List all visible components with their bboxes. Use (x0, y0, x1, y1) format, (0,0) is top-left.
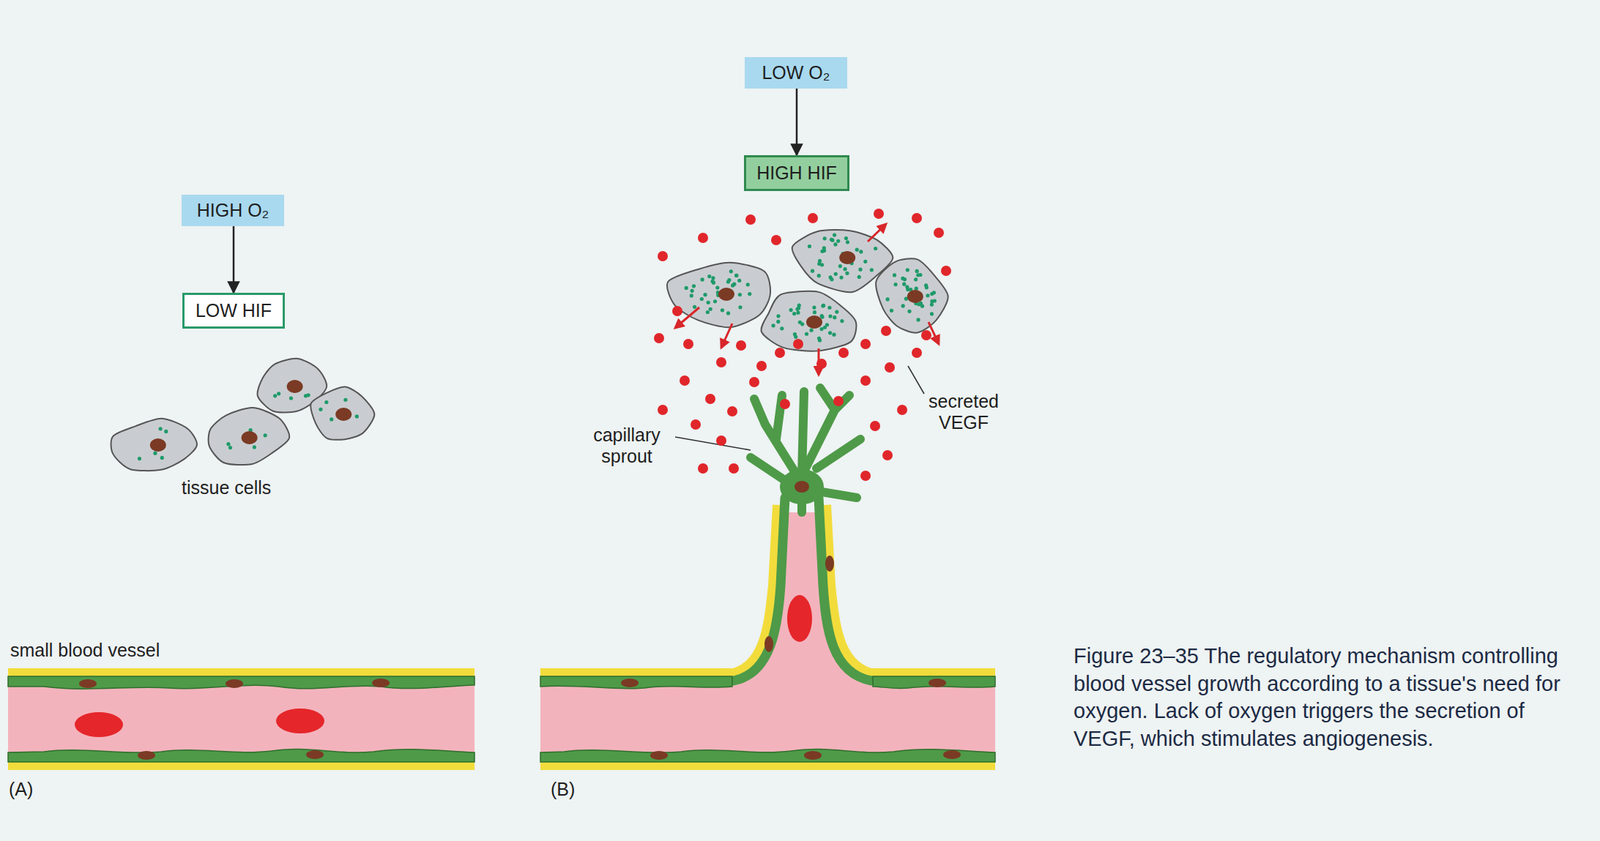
arrow-connector (232, 226, 236, 293)
secretion-arrow (721, 323, 733, 348)
tissue-cell (667, 262, 771, 329)
vegf-dot (860, 339, 871, 350)
hif-level-box: HIGH HIF (743, 155, 850, 192)
vegf-dot (697, 232, 709, 244)
box-text: LOW O₂ (754, 62, 837, 84)
structure-label: secreted VEGF (915, 391, 1012, 434)
vegf-dot (728, 463, 739, 474)
structure-label: capillary sprout (580, 424, 673, 468)
tissue-cell (760, 291, 857, 352)
vegf-dot (921, 330, 932, 341)
vegf-dot (911, 347, 922, 359)
vegf-dot (697, 463, 709, 474)
vegf-dot (880, 325, 892, 337)
vegf-dot (869, 421, 881, 432)
vegf-dot (897, 404, 908, 416)
leader-line (675, 437, 751, 451)
vegf-dot (884, 362, 895, 373)
box-text: HIGH O₂ (191, 199, 274, 222)
tissue-cell (111, 418, 197, 471)
vegf-dot (911, 213, 922, 224)
vegf-dot (716, 435, 727, 446)
vegf-dot (756, 361, 767, 372)
vegf-dot (838, 347, 849, 359)
vegf-dot (683, 339, 694, 350)
vegf-dot (816, 358, 827, 370)
leader-line (908, 366, 925, 394)
vegf-dot (882, 450, 893, 461)
vessel-with-sprout (540, 388, 996, 771)
vegf-dot (940, 265, 952, 277)
panel-letter: (B) (550, 779, 575, 801)
vegf-dot (657, 404, 668, 416)
vegf-dot (779, 399, 791, 410)
oxygen-level-box: HIGH O₂ (181, 194, 285, 227)
vegf-dot (716, 357, 727, 368)
vegf-dot (690, 419, 701, 430)
vegf-dot (679, 375, 690, 386)
vegf-dot (705, 393, 716, 405)
vegf-dot (771, 235, 782, 246)
tissue-cell (875, 258, 949, 333)
vegf-dot (933, 227, 944, 238)
vegf-dot (873, 208, 884, 219)
cell-label: tissue cells (181, 477, 271, 499)
oxygen-level-box: LOW O₂ (744, 57, 848, 89)
vegf-dot (745, 214, 756, 225)
arrow-connector (795, 88, 799, 156)
vegf-dot (657, 251, 668, 262)
vegf-dot (727, 406, 738, 417)
vegf-dot (749, 377, 760, 388)
vegf-dot (833, 396, 844, 407)
vegf-dot (860, 375, 871, 386)
vegf-dot (860, 470, 871, 482)
box-text: HIGH HIF (756, 162, 837, 184)
vegf-dot (807, 213, 818, 224)
small-blood-vessel (8, 668, 475, 771)
vegf-dot (793, 339, 804, 350)
tissue-cell (310, 386, 375, 440)
box-text: LOW HIF (194, 300, 273, 322)
vegf-dot (653, 333, 665, 344)
hif-level-box: LOW HIF (182, 292, 285, 329)
figure-caption: Figure 23–35 The regulatory mechanism co… (1073, 642, 1572, 754)
secretion-arrow (867, 224, 887, 242)
vegf-dot (774, 347, 785, 359)
structure-label: small blood vessel (10, 640, 160, 662)
panel-letter: (A) (8, 779, 33, 801)
tissue-cell (208, 407, 290, 465)
vegf-dot (672, 306, 683, 317)
vegf-dot (735, 340, 747, 351)
